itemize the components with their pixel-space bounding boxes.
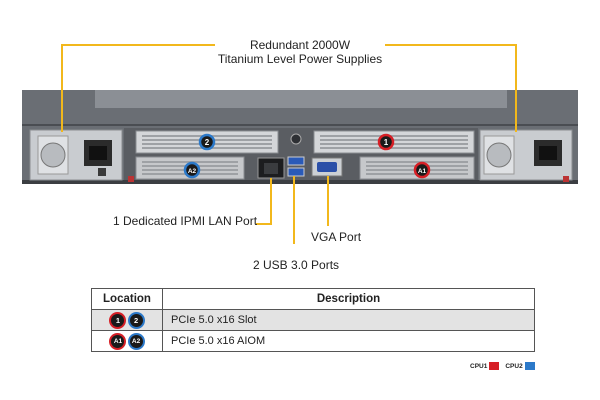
cpu1-swatch bbox=[489, 362, 500, 370]
callout-line-psu-right bbox=[385, 44, 517, 132]
usb-ports bbox=[287, 156, 305, 177]
svg-text:A2: A2 bbox=[188, 168, 197, 175]
location-legend-table: Location Description 1 2 PCIe 5.0 x16 Sl… bbox=[91, 288, 535, 352]
marker-slot-2: 2 bbox=[198, 133, 216, 151]
table-row: 1 2 PCIe 5.0 x16 Slot bbox=[91, 309, 535, 331]
svg-text:1: 1 bbox=[384, 138, 389, 147]
location-cell: A1 A2 bbox=[91, 330, 163, 352]
chassis-tab-right bbox=[563, 176, 569, 182]
cpu2-key-label: CPU2 bbox=[505, 362, 523, 370]
cpu1-key-label: CPU1 bbox=[470, 362, 488, 370]
location-cell: 1 2 bbox=[91, 309, 163, 331]
description-cell: PCIe 5.0 x16 Slot bbox=[162, 309, 535, 331]
psu-callout-line1: Redundant 2000W bbox=[249, 38, 351, 52]
callout-lines bbox=[61, 44, 517, 244]
header-location: Location bbox=[91, 288, 163, 310]
badge-aiom-a1: A1 bbox=[111, 334, 125, 348]
callout-line-psu-left bbox=[61, 44, 215, 132]
chassis-top-lid bbox=[95, 90, 507, 108]
badge-slot-1: 1 bbox=[111, 313, 125, 327]
badge-slot-2: 2 bbox=[129, 313, 143, 327]
psu-callout-line2: Titanium Level Power Supplies bbox=[217, 52, 383, 66]
chassis-tab-left bbox=[128, 176, 134, 182]
usb-callout-label: 2 USB 3.0 Ports bbox=[253, 258, 340, 272]
cpu-color-key: CPU1 CPU2 bbox=[470, 362, 539, 370]
svg-text:A1: A1 bbox=[418, 168, 427, 175]
badge-aiom-a2: A2 bbox=[129, 334, 143, 348]
header-description: Description bbox=[162, 288, 535, 310]
svg-text:2: 2 bbox=[205, 138, 210, 147]
ipmi-callout-label: 1 Dedicated IPMI LAN Port bbox=[113, 214, 258, 228]
marker-aiom-a1: A1 bbox=[413, 161, 431, 179]
cpu2-swatch bbox=[524, 362, 535, 370]
left-power-supply bbox=[29, 129, 123, 181]
thumbscrew bbox=[290, 133, 302, 145]
marker-aiom-a2: A2 bbox=[183, 161, 201, 179]
callout-line-ipmi bbox=[256, 178, 272, 225]
right-power-supply bbox=[479, 129, 573, 181]
table-header-row: Location Description bbox=[91, 288, 535, 310]
table-row: A1 A2 PCIe 5.0 x16 AIOM bbox=[91, 330, 535, 352]
psu-callout-label: Redundant 2000W Titanium Level Power Sup… bbox=[0, 38, 600, 66]
description-cell: PCIe 5.0 x16 AIOM bbox=[162, 330, 535, 352]
vga-port bbox=[311, 157, 343, 177]
marker-slot-1: 1 bbox=[377, 133, 395, 151]
vga-callout-label: VGA Port bbox=[311, 230, 362, 244]
